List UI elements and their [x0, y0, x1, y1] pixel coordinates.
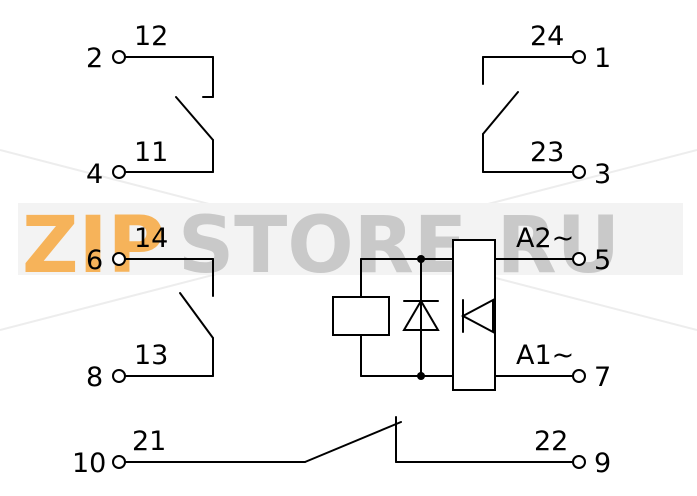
terminal-1	[572, 50, 586, 64]
contact-13-14	[125, 258, 214, 377]
junction-dot	[417, 372, 425, 380]
contact-21-22	[125, 416, 573, 463]
label-9: 9	[594, 448, 611, 479]
terminal-8	[112, 369, 126, 383]
labels: 12 2 11 4 24 1 23 3 14 6 13 8 A2~ 5 A1~ …	[72, 21, 611, 479]
label-21: 21	[132, 426, 166, 457]
terminal-7	[572, 369, 586, 383]
diode-symbol	[402, 299, 440, 331]
watermark-text-orange: ZIP	[22, 201, 165, 291]
label-12: 12	[134, 21, 168, 52]
label-10: 10	[72, 448, 106, 479]
terminal-2	[112, 50, 126, 64]
label-14: 14	[134, 223, 168, 254]
ssr-box	[452, 239, 496, 391]
label-6: 6	[86, 245, 103, 276]
label-2: 2	[86, 43, 103, 74]
ssr-diode-symbol	[460, 298, 494, 334]
label-13: 13	[134, 340, 168, 371]
contact-23-24	[482, 56, 573, 173]
label-a1: A1~	[516, 340, 574, 371]
terminal-4	[112, 165, 126, 179]
label-11: 11	[134, 137, 168, 168]
watermark-text-grey: STORE.RU	[178, 201, 620, 291]
junction-dot	[417, 255, 425, 263]
label-1: 1	[594, 43, 611, 74]
terminal-5	[572, 252, 586, 266]
terminal-3	[572, 165, 586, 179]
contact-11-12	[125, 56, 214, 173]
label-23: 23	[530, 137, 564, 168]
terminals	[112, 50, 586, 469]
terminal-9	[572, 455, 586, 469]
coil-module	[332, 239, 573, 391]
relay-coil	[332, 296, 390, 336]
label-3: 3	[594, 159, 611, 190]
label-8: 8	[86, 362, 103, 393]
label-a2: A2~	[516, 223, 574, 254]
label-5: 5	[594, 245, 611, 276]
terminal-10	[112, 455, 126, 469]
label-24: 24	[530, 21, 564, 52]
terminal-6	[112, 252, 126, 266]
label-22: 22	[534, 426, 568, 457]
watermark: ZIP STORE.RU	[18, 201, 683, 291]
label-4: 4	[86, 159, 103, 190]
wiring	[125, 56, 573, 463]
label-7: 7	[594, 362, 611, 393]
watermark-box	[18, 203, 683, 275]
